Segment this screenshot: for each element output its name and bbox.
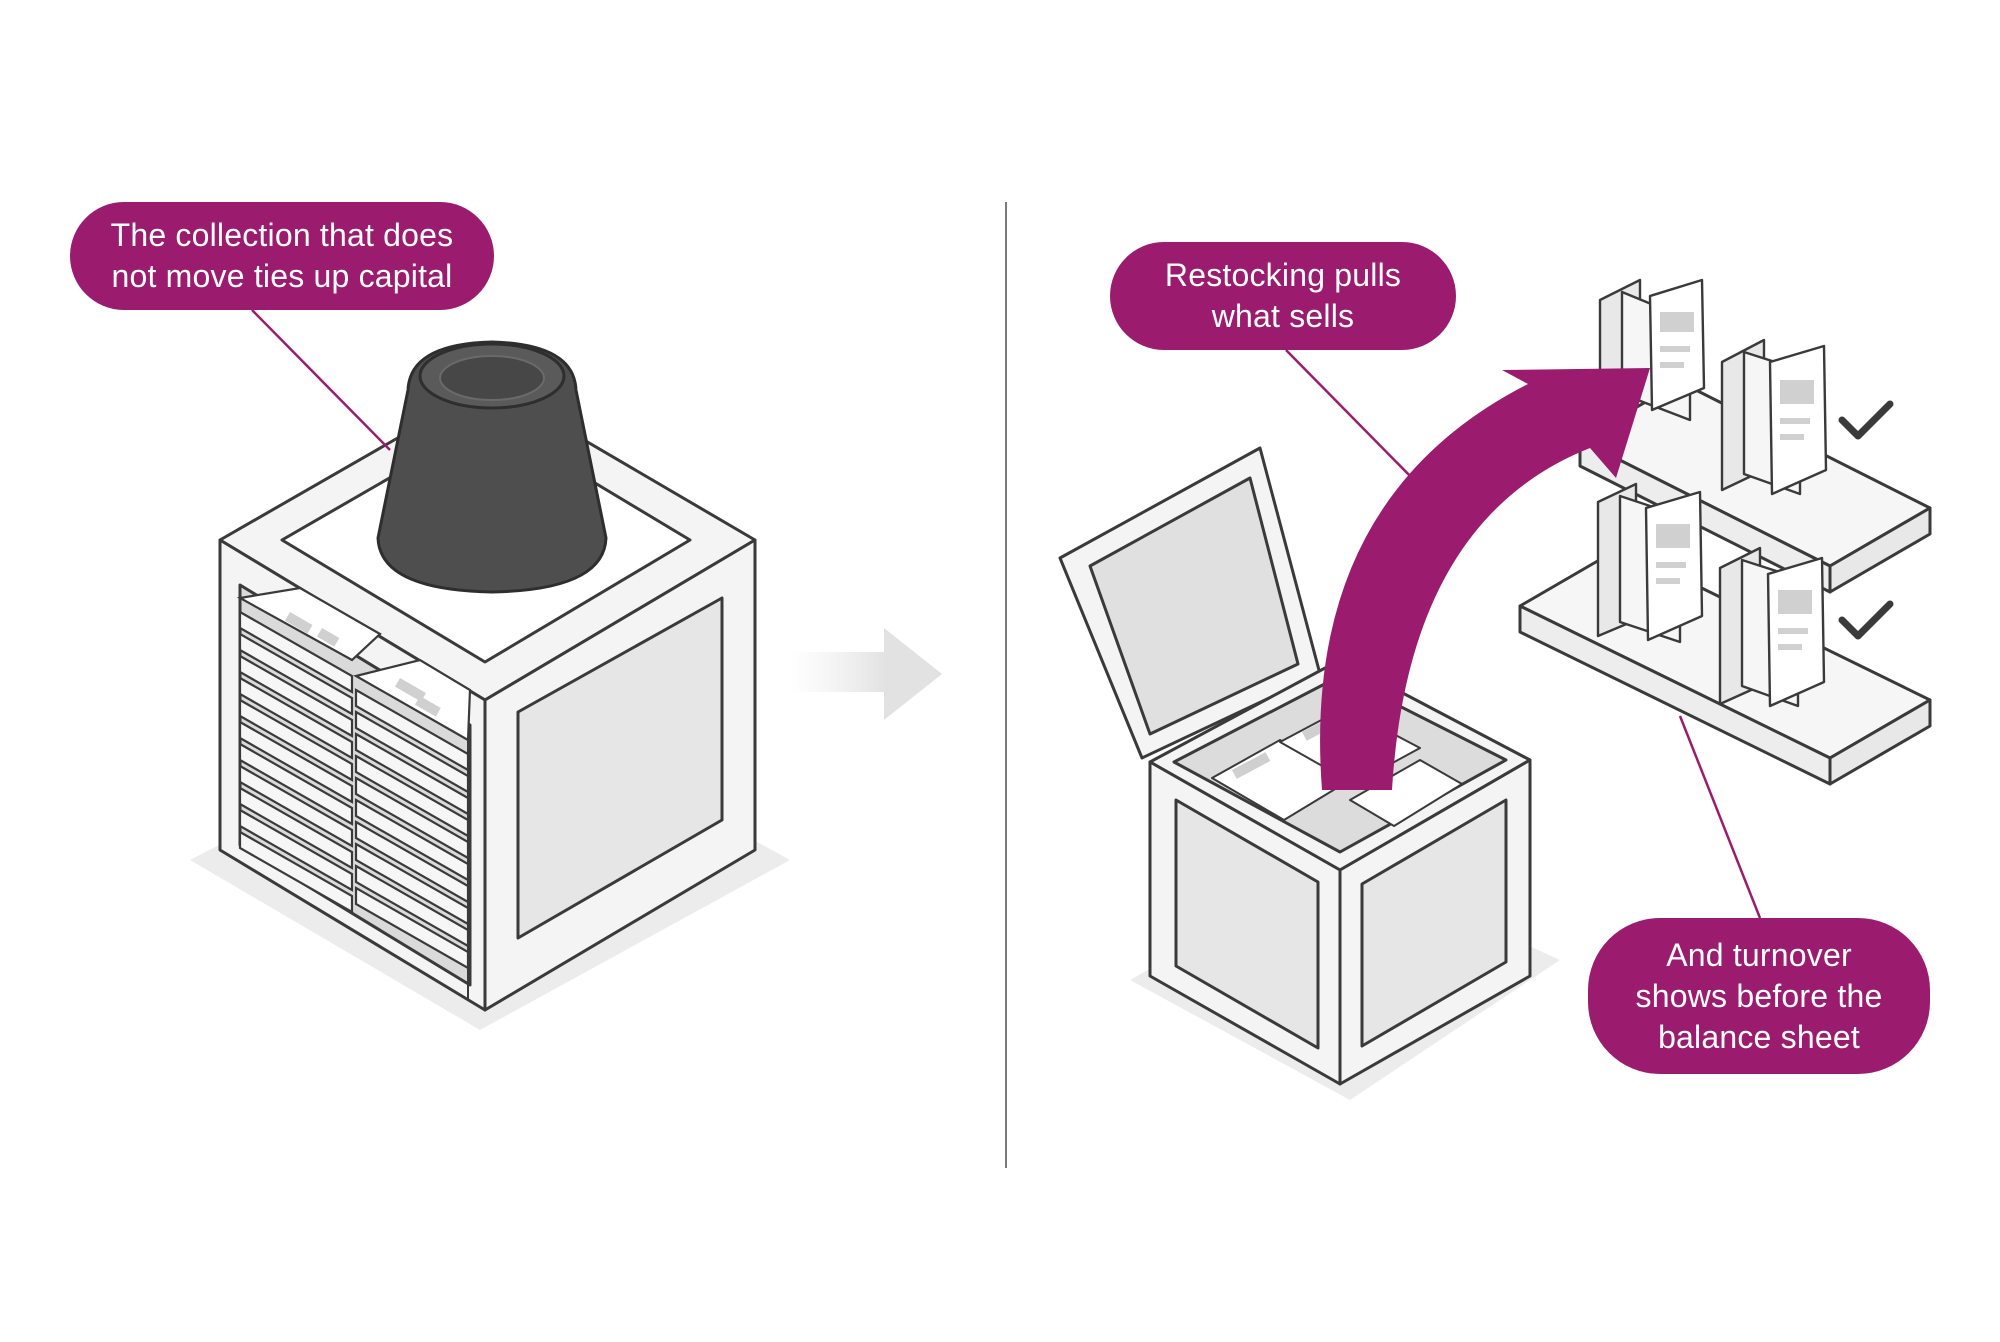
callout-line: Restocking pulls	[1164, 257, 1402, 293]
callout-turnover: And turnover shows before the balance sh…	[1588, 918, 1930, 1074]
curved-arrow-icon	[1320, 368, 1650, 790]
cube-right-panel	[516, 596, 724, 940]
callout-line: what sells	[1211, 298, 1355, 334]
callout-line: balance sheet	[1658, 1018, 1860, 1055]
book-group-upper-left	[1598, 278, 1706, 422]
book-stack-back	[236, 586, 382, 914]
leader-line-right	[1678, 715, 1762, 919]
callout-restocking: Restocking pulls what sells	[1110, 242, 1456, 350]
callout-line: And turnover	[1666, 936, 1852, 973]
book-group-lower-left	[1596, 482, 1704, 644]
book-stack-front	[353, 658, 472, 970]
callout-line: not move ties up capital	[111, 258, 453, 294]
restock-crate	[1058, 446, 1560, 1100]
crate-right-panel	[1360, 798, 1508, 1048]
right-arrow-icon	[790, 628, 942, 720]
book-group-upper-right	[1720, 338, 1828, 496]
checkmark-icon	[1838, 400, 1894, 440]
crate-left-panel	[1174, 798, 1320, 1050]
leader-line-middle	[1285, 349, 1417, 483]
stored-book-stacks	[236, 586, 472, 970]
shelf-books	[1596, 278, 1828, 708]
crate-lid-panel	[1088, 476, 1300, 736]
callout-line: shows before the	[1635, 977, 1883, 1014]
book-group-lower-right	[1718, 546, 1826, 708]
weight-icon	[376, 340, 608, 594]
leader-line-left	[251, 309, 391, 451]
checkmark-icon	[1838, 600, 1894, 640]
callout-capital-tied-up: The collection that does not move ties u…	[70, 202, 494, 310]
callout-line: The collection that does	[110, 217, 454, 253]
